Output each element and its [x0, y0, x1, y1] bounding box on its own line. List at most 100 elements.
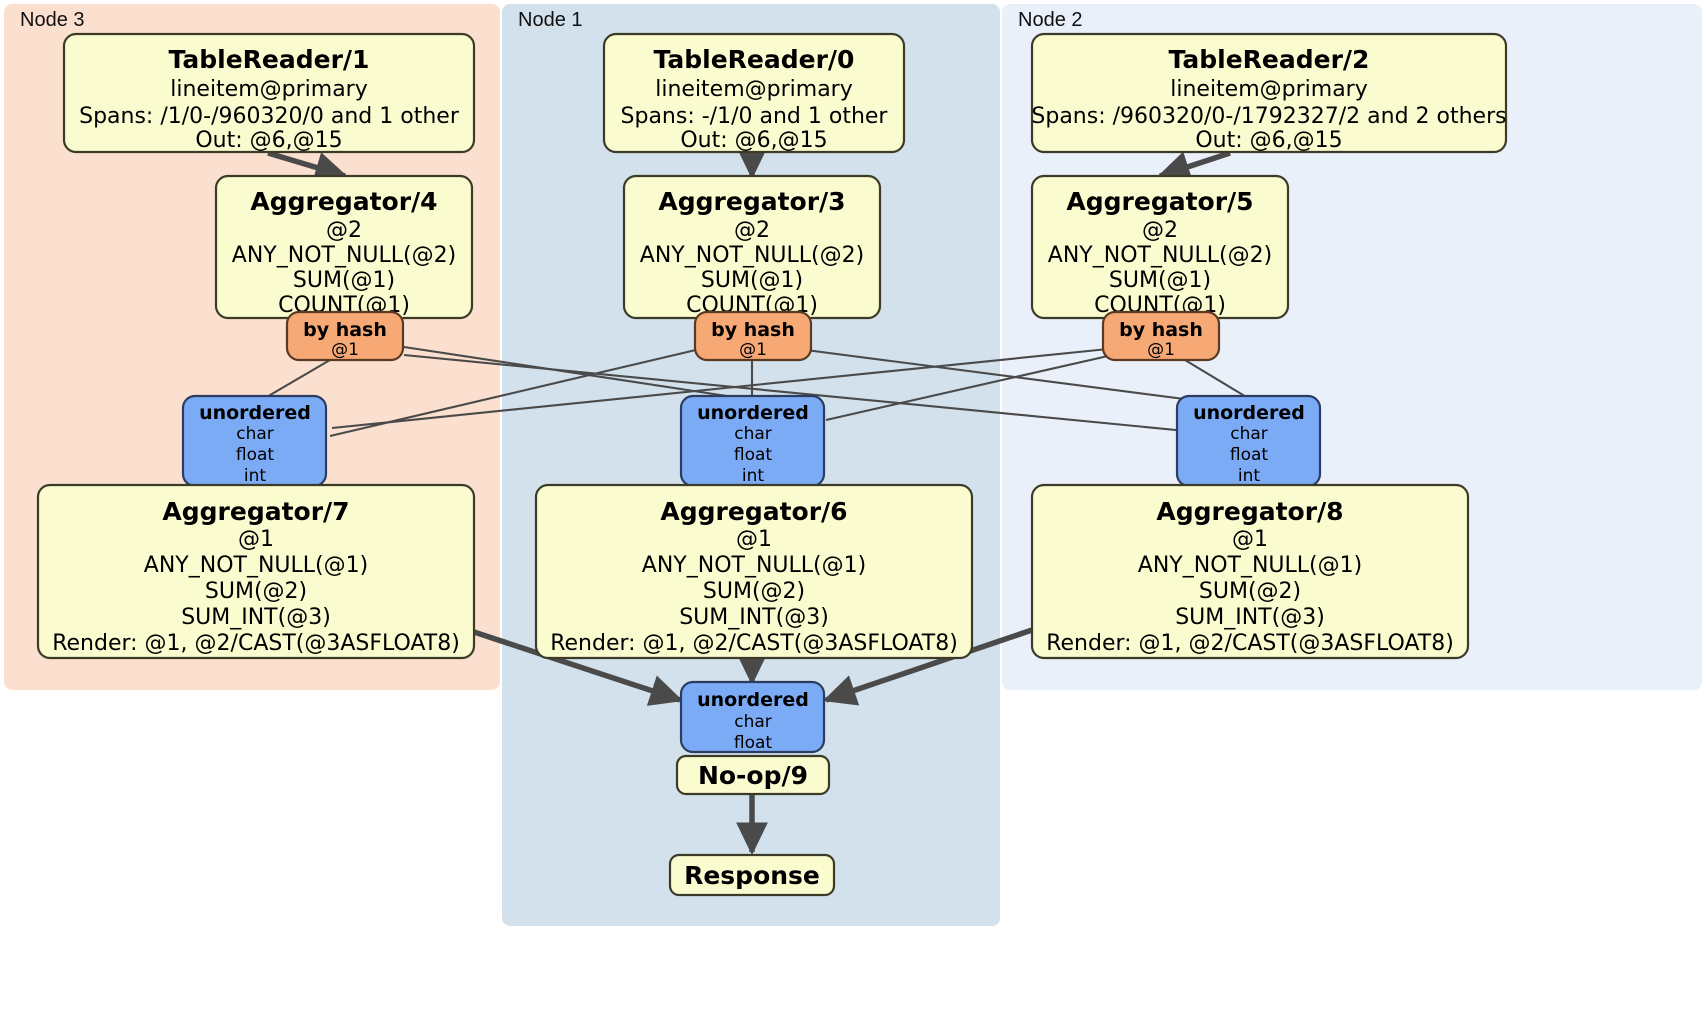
processor-detail-line: @2 — [326, 218, 362, 243]
processor-title: TableReader/2 — [1169, 45, 1370, 74]
processor-tablereader-0[interactable]: TableReader/0 lineitem@primary Spans: -/… — [602, 32, 906, 154]
processor-detail-line: ANY_NOT_NULL(@1) — [1138, 553, 1362, 578]
edge-tablereader2-to-aggregator5 — [1156, 150, 1231, 182]
processor-detail-line: Out: @6,@15 — [680, 128, 827, 153]
processor-detail-line: Out: @6,@15 — [1195, 128, 1342, 153]
processor-title: Aggregator/8 — [1156, 497, 1343, 526]
processor-title: Aggregator/3 — [658, 187, 845, 216]
edge-hashleft-to-synccenter — [403, 345, 741, 400]
processor-response[interactable]: Response — [668, 853, 836, 897]
edge-hashleft-to-syncleft — [264, 359, 331, 399]
processor-aggregator-5[interactable]: Aggregator/5 @2 ANY_NOT_NULL(@2) SUM(@1)… — [1030, 174, 1290, 320]
edge-tablereader1-to-aggregator4 — [267, 150, 349, 183]
processor-detail-line: lineitem@primary — [1170, 77, 1368, 102]
synchronizer-unordered-final[interactable]: unordered char float — [679, 680, 826, 754]
processor-detail-line: SUM(@2) — [205, 579, 307, 604]
hash-router-box[interactable] — [693, 310, 813, 362]
processor-title: Aggregator/5 — [1066, 187, 1253, 216]
edge-aggregator8-to-syncfinal — [822, 627, 1033, 706]
hash-router-box[interactable] — [285, 310, 405, 362]
processor-title: TableReader/0 — [654, 45, 855, 74]
processor-box[interactable] — [1030, 32, 1508, 154]
router-by-hash-center[interactable]: by hash @1 — [693, 310, 813, 362]
synchronizer-title: unordered — [697, 689, 809, 711]
synchronizer-unordered-right[interactable]: unordered char float int — [1175, 394, 1322, 488]
processor-title: No-op/9 — [698, 761, 808, 790]
edge-hashright-to-syncleft — [331, 347, 1109, 430]
processor-box[interactable] — [62, 32, 476, 154]
processor-detail-line: ANY_NOT_NULL(@1) — [144, 553, 368, 578]
processor-detail-line: SUM_INT(@3) — [679, 605, 829, 630]
synchronizer-type: int — [742, 466, 764, 486]
synchronizer-title: unordered — [1193, 402, 1305, 424]
processor-tablereader-2[interactable]: TableReader/2 lineitem@primary Spans: /9… — [1030, 32, 1508, 154]
processor-detail-line: SUM(@1) — [293, 268, 395, 293]
processor-detail-line: ANY_NOT_NULL(@2) — [232, 243, 456, 268]
synchronizer-type: char — [734, 712, 772, 732]
synchronizer-box[interactable] — [679, 680, 826, 754]
processor-detail-line: SUM(@1) — [1109, 268, 1211, 293]
processor-title: Aggregator/7 — [162, 497, 349, 526]
processor-title: Aggregator/4 — [250, 187, 437, 216]
processor-detail-line: lineitem@primary — [170, 77, 368, 102]
hash-router-key: @1 — [1147, 340, 1175, 360]
edge-aggregator7-to-syncfinal — [473, 629, 684, 706]
hash-router-box[interactable] — [1101, 310, 1221, 362]
edge-hashleft-to-syncright — [403, 353, 1239, 438]
processor-detail-line: Spans: /960320/0-/1792327/2 and 2 others — [1031, 104, 1506, 129]
processor-tablereader-1[interactable]: TableReader/1 lineitem@primary Spans: /1… — [62, 32, 476, 154]
processor-box[interactable] — [602, 32, 906, 154]
hash-router-key: @1 — [739, 340, 767, 360]
response-title: Response — [684, 861, 820, 890]
synchronizer-type: char — [236, 424, 274, 444]
processor-aggregator-6[interactable]: Aggregator/6 @1 ANY_NOT_NULL(@1) SUM(@2)… — [534, 483, 974, 660]
synchronizer-title: unordered — [199, 402, 311, 424]
processor-render-line: Render: @1, @2/CAST(@3ASFLOAT8) — [52, 631, 460, 656]
processor-box[interactable] — [36, 483, 476, 660]
processor-detail-line: @2 — [734, 218, 770, 243]
processor-title: TableReader/1 — [169, 45, 370, 74]
synchronizer-type: float — [734, 445, 773, 465]
processor-detail-line: ANY_NOT_NULL(@2) — [1048, 243, 1272, 268]
router-by-hash-right[interactable]: by hash @1 — [1101, 310, 1221, 362]
processor-detail-line: Spans: /1/0-/960320/0 and 1 other — [79, 104, 460, 129]
synchronizer-type: char — [1230, 424, 1268, 444]
processor-detail-line: SUM_INT(@3) — [181, 605, 331, 630]
node-panel-label-node3: Node 3 — [20, 9, 85, 31]
processor-box[interactable] — [675, 754, 831, 796]
processor-aggregator-3[interactable]: Aggregator/3 @2 ANY_NOT_NULL(@2) SUM(@1)… — [622, 174, 882, 320]
processor-detail-line: SUM(@2) — [1199, 579, 1301, 604]
processor-detail-line: @2 — [1142, 218, 1178, 243]
hash-router-title: by hash — [303, 319, 387, 341]
edge-hashright-to-synccenter — [825, 354, 1109, 422]
synchronizer-type: float — [236, 445, 275, 465]
router-by-hash-left[interactable]: by hash @1 — [285, 310, 405, 362]
processor-detail-line: SUM(@2) — [703, 579, 805, 604]
processor-title: Aggregator/6 — [660, 497, 847, 526]
processor-detail-line: SUM_INT(@3) — [1175, 605, 1325, 630]
processor-detail-line: ANY_NOT_NULL(@1) — [642, 553, 866, 578]
processor-aggregator-8[interactable]: Aggregator/8 @1 ANY_NOT_NULL(@1) SUM(@2)… — [1030, 483, 1470, 660]
synchronizer-title: unordered — [697, 402, 809, 424]
processor-box[interactable] — [1030, 483, 1470, 660]
response-box[interactable] — [668, 853, 836, 897]
synchronizer-type: int — [244, 466, 266, 486]
processor-box[interactable] — [534, 483, 974, 660]
node-panel-label-node2: Node 2 — [1018, 9, 1083, 31]
processor-render-line: Render: @1, @2/CAST(@3ASFLOAT8) — [550, 631, 958, 656]
processor-detail-line: SUM(@1) — [701, 268, 803, 293]
synchronizer-type: char — [734, 424, 772, 444]
synchronizer-type: float — [1230, 445, 1269, 465]
synchronizer-unordered-center[interactable]: unordered char float int — [679, 394, 826, 488]
processor-render-line: Render: @1, @2/CAST(@3ASFLOAT8) — [1046, 631, 1454, 656]
edge-hashright-to-syncright — [1184, 359, 1249, 399]
hash-router-title: by hash — [711, 319, 795, 341]
processor-noop-9[interactable]: No-op/9 — [675, 754, 831, 796]
node-panel-label-node1: Node 1 — [518, 9, 583, 31]
processor-aggregator-4[interactable]: Aggregator/4 @2 ANY_NOT_NULL(@2) SUM(@1)… — [214, 174, 474, 320]
synchronizer-unordered-left[interactable]: unordered char float int — [181, 394, 328, 488]
processor-aggregator-7[interactable]: Aggregator/7 @1 ANY_NOT_NULL(@1) SUM(@2)… — [36, 483, 476, 660]
